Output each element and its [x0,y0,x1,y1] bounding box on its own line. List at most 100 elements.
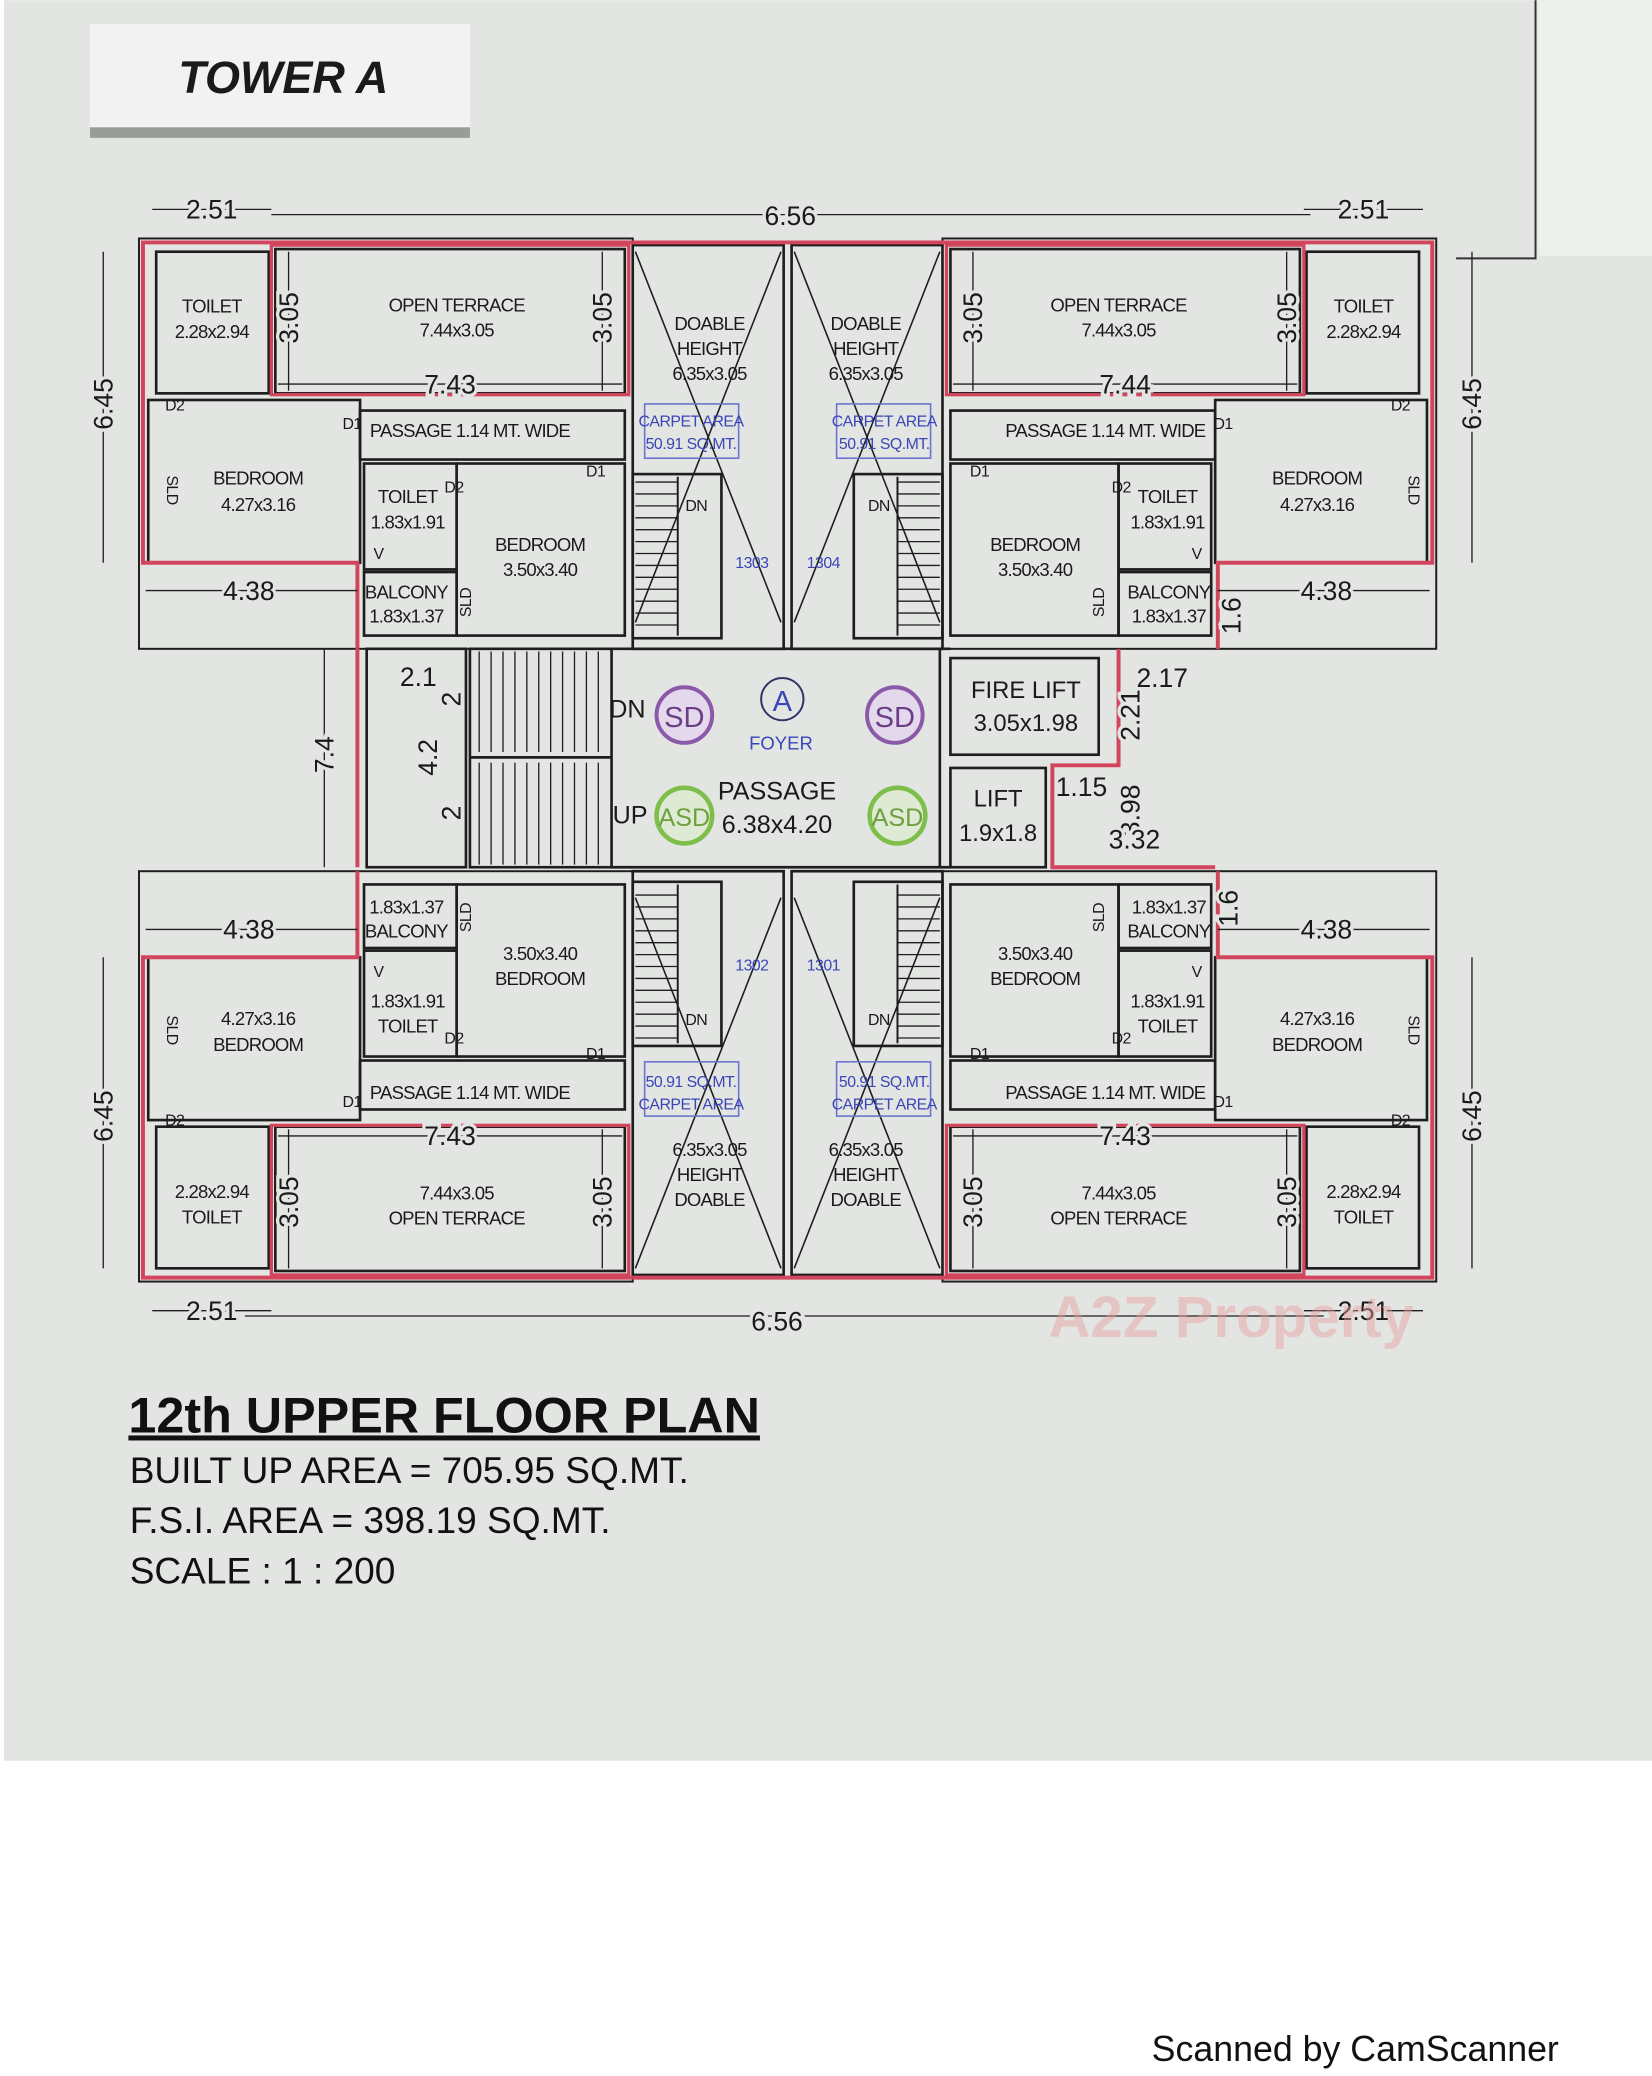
sliding-door-label: SLD [458,588,475,617]
foyer-symbol-icon [760,676,805,722]
carpet-area-box [643,1061,740,1117]
room-label: DN [685,498,707,515]
room-label: DOABLE [831,313,902,334]
dim-terrace-length: 7.43 [424,369,476,399]
room-label: 3.50x3.40 [998,943,1073,964]
dim-side-width: 2.51 [1338,195,1390,225]
terrace-red-outline [269,1123,631,1277]
balcony-room [362,883,459,950]
lift-name: LIFT [974,785,1023,812]
room-label: 7.44x3.05 [1081,1182,1156,1203]
plan-title: 12th UPPER FLOOR PLAN [128,1386,760,1443]
room-label: V [374,546,385,563]
dim-side-width: 2.51 [186,1296,238,1326]
built-up-area: BUILT UP AREA = 705.95 SQ.MT. [130,1449,689,1491]
carpet-area-box [835,403,932,460]
room-label: TOILET [1138,1016,1198,1037]
dim-terrace-length: 7.43 [424,1121,476,1151]
room-label: D2 [165,398,185,415]
room-label: 50.91 SQ.MT. [839,436,930,453]
room-label: 50.91 SQ.MT. [839,1074,930,1091]
dim-shaft-width: 2.1 [400,662,437,692]
dim-balcony-offset: 1.6 [1214,890,1244,927]
room-label: 1.83x1.37 [1132,897,1207,918]
room-label: BEDROOM [990,534,1080,555]
room-label: D1 [342,416,362,433]
room-label: D2 [1391,1112,1411,1129]
asd-label: ASD [872,804,924,832]
unit-staircase [852,472,944,640]
room-label: 4.27x3.16 [221,1008,296,1029]
room-label: 50.91 SQ.MT. [646,1074,737,1091]
balcony-room [1117,570,1213,637]
dim-2-17: 2.17 [1136,663,1188,693]
room-label: BALCONY [365,582,448,603]
room-label: D1 [1213,1094,1233,1111]
dim-bedroom-width: 4.38 [223,576,275,606]
room-label: PASSAGE 1.14 MT. WIDE [1005,1082,1206,1103]
room-label: CARPET AREA [832,1096,938,1113]
room-label: V [1192,546,1203,563]
room-label: 1.83x1.91 [1130,991,1205,1012]
room-label: 7.44x3.05 [420,1182,495,1203]
dim-terrace-height: 3.05 [958,292,988,344]
lift-dims: 1.9x1.8 [959,820,1037,847]
void-cross-line [793,897,941,1269]
toilet-large-room [154,1125,271,1270]
paper-edge [1456,0,1537,260]
dim-unit-depth: 6.45 [89,1090,119,1142]
room-label: HEIGHT [833,338,899,359]
room-label: 6.35x3.05 [672,363,747,384]
room-label: BEDROOM [495,968,585,989]
fire-lift-dims: 3.05x1.98 [974,710,1079,737]
fsi-area: F.S.I. AREA = 398.19 SQ.MT. [130,1499,611,1541]
sliding-door-label: SLD [458,903,475,932]
room-label: 1.83x1.37 [369,605,444,626]
passage-dims: 6.38x4.20 [722,811,832,839]
room-label: HEIGHT [677,1164,743,1185]
auto-sprinkler-icon [654,785,715,846]
dim-1-15: 1.15 [1056,772,1108,802]
room-label: DOABLE [674,313,745,334]
room-label: 1.83x1.91 [1130,511,1205,532]
unit-red-outline [140,240,633,649]
fire-lift-name: FIRE LIFT [971,677,1081,704]
stair-up-label: UP [613,802,648,830]
room-label: TOILET [378,1016,438,1037]
room-label: BEDROOM [495,534,585,555]
unit-staircase [631,472,723,640]
room-label: D2 [444,480,464,497]
room-label: 6.35x3.05 [829,363,904,384]
scanner-credit: Scanned by CamScanner [1152,2029,1559,2069]
dim-shaft-height: 4.2 [413,739,443,776]
room-label: 2.28x2.94 [175,1181,250,1202]
room-label: TOILET [378,486,438,507]
void-cross-line [793,251,941,623]
dim-terrace-height: 3.05 [1272,1176,1302,1228]
unit-passage [358,409,627,461]
dim-bedroom-width: 4.38 [223,915,275,945]
room-label: D2 [165,1112,185,1129]
terrace-red-outline [944,243,1306,397]
room-label: DOABLE [831,1189,902,1210]
sd-label: SD [664,702,704,734]
dim-balcony-offset: 1.6 [1216,597,1246,634]
room-label: CARPET AREA [638,1096,744,1113]
dim-flight-a: 2 [437,692,467,707]
room-label: BALCONY [1127,582,1210,603]
dim-terrace-height: 3.05 [1272,292,1302,344]
terrace-red-outline [269,243,631,397]
stair-dn-label: DN [609,696,645,724]
dim-2-21: 2.21 [1116,689,1146,741]
unit-number: 1301 [807,957,841,974]
unit-number: 1302 [735,957,769,974]
unit-number: 1303 [735,555,769,572]
toilet-large-room [1305,1125,1421,1270]
asd-label: ASD [659,804,711,832]
room-label: OPEN TERRACE [1050,1208,1187,1229]
room-label: DN [868,498,890,515]
sliding-door-label: SLD [163,1015,180,1044]
core-layer: DN UP SD SD A FOYER ASD ASD PASSAGE 6.38… [244,198,1324,1340]
